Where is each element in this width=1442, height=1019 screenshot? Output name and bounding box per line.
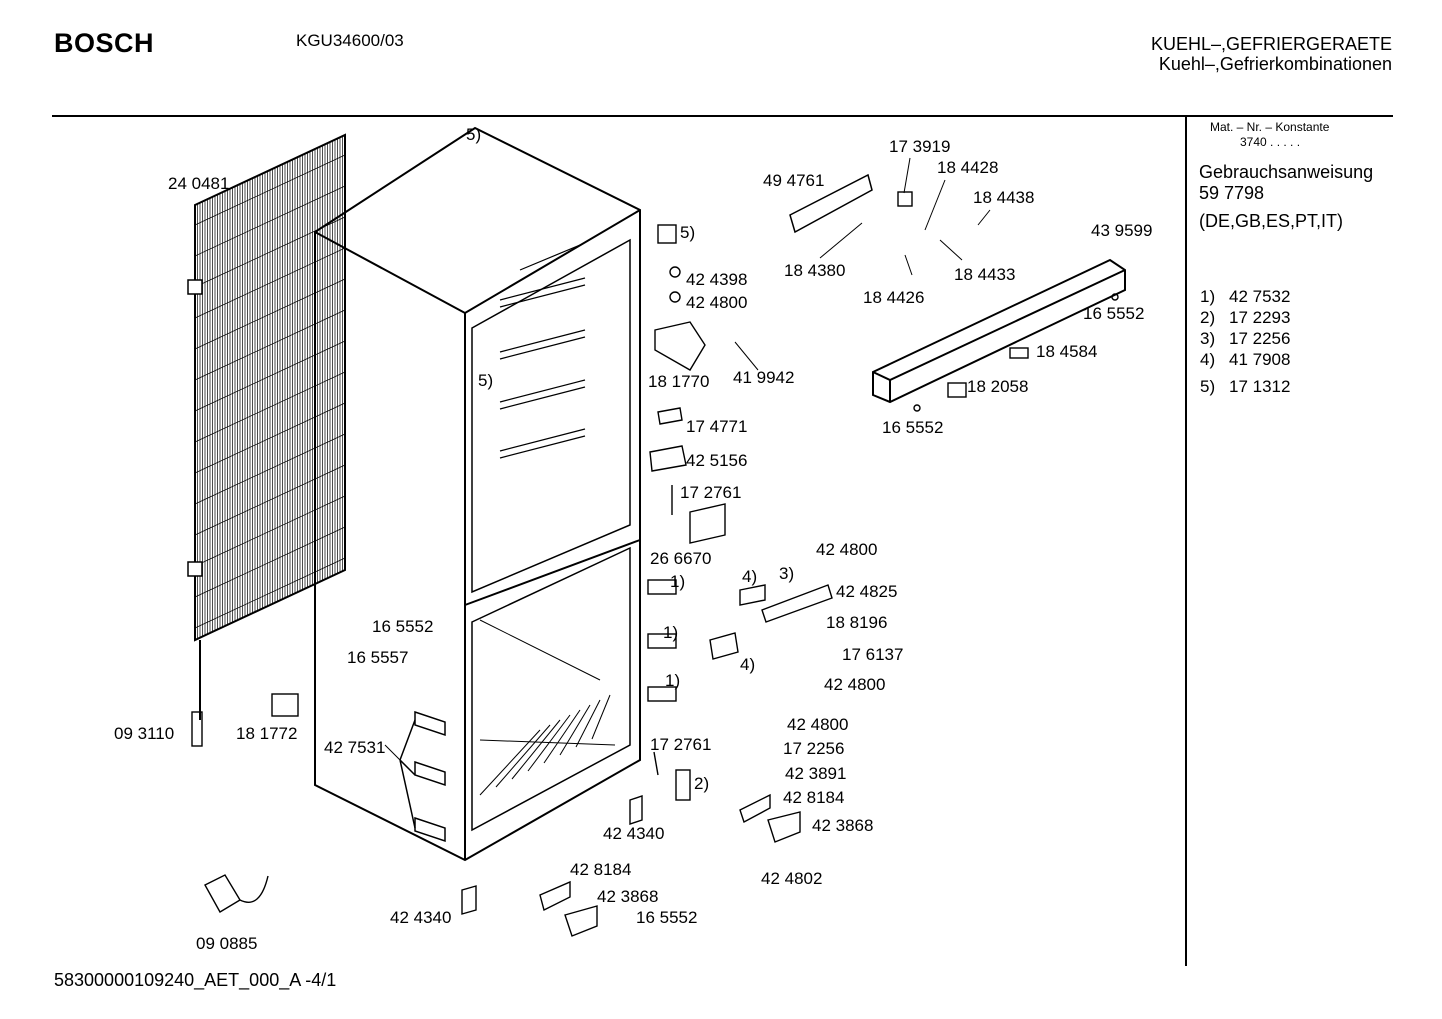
note-value: 42 7532 xyxy=(1229,287,1290,306)
part-label: 09 0885 xyxy=(196,934,257,953)
note-key: 3) xyxy=(1200,329,1215,348)
part-label: 42 7531 xyxy=(324,738,385,757)
part-label: 17 2761 xyxy=(650,735,711,754)
part-label: 42 4800 xyxy=(816,540,877,559)
part-label: 49 4761 xyxy=(763,171,824,190)
part-label: 18 8196 xyxy=(826,613,887,632)
door-bins xyxy=(399,710,446,843)
part-label: 43 9599 xyxy=(1091,221,1152,240)
electronic-module xyxy=(789,173,873,234)
part-label: 18 1770 xyxy=(648,372,709,391)
manual-title: Gebrauchsanweisung xyxy=(1199,162,1373,182)
mat-value: 3740 . . . . . xyxy=(1240,135,1300,149)
part-label: 5) xyxy=(466,125,481,144)
part-label: 17 3919 xyxy=(889,137,950,156)
part-label: 16 5552 xyxy=(372,617,433,636)
part-label: 16 5552 xyxy=(882,418,943,437)
part-label: 5) xyxy=(478,371,493,390)
part-label: 18 4584 xyxy=(1036,342,1097,361)
hardware-sketches xyxy=(191,191,1119,937)
leader-lines xyxy=(384,157,991,761)
category-subtitle: Kuehl–,Gefrierkombinationen xyxy=(1158,54,1392,74)
part-label: 16 5552 xyxy=(636,908,697,927)
part-label: 5) xyxy=(680,223,695,242)
part-label: 41 9942 xyxy=(733,368,794,387)
document-code: 58300000109240_AET_000_A -4/1 xyxy=(54,970,337,990)
note-key: 2) xyxy=(1200,308,1215,327)
part-label: 1) xyxy=(665,671,680,690)
part-label: 42 4800 xyxy=(686,293,747,312)
note-key: 4) xyxy=(1200,350,1215,369)
brand-logo: BOSCH xyxy=(54,28,155,58)
part-label: 42 4340 xyxy=(390,908,451,927)
refrigerator-cabinet xyxy=(314,126,641,862)
part-label: 18 4438 xyxy=(973,188,1034,207)
manual-languages: (DE,GB,ES,PT,IT) xyxy=(1199,211,1343,231)
note-value: 41 7908 xyxy=(1229,350,1290,369)
part-label: 18 2058 xyxy=(967,377,1028,396)
part-label: 42 4800 xyxy=(824,675,885,694)
manual-number: 59 7798 xyxy=(1199,183,1264,203)
part-label: 17 4771 xyxy=(686,417,747,436)
part-label: 1) xyxy=(670,572,685,591)
part-label: 3) xyxy=(779,564,794,583)
part-label: 18 4380 xyxy=(784,261,845,280)
part-label: 16 5552 xyxy=(1083,304,1144,323)
part-label: 4) xyxy=(740,655,755,674)
part-labels: 24 0481 5) 5) 42 4398 42 4800 18 1770 41… xyxy=(114,125,1152,953)
part-label: 1) xyxy=(663,623,678,642)
part-label: 18 4428 xyxy=(937,158,998,177)
part-label: 17 6137 xyxy=(842,645,903,664)
part-label: 42 4825 xyxy=(836,582,897,601)
part-label: 42 4800 xyxy=(787,715,848,734)
control-panel-fascia xyxy=(872,258,1126,404)
part-label: 24 0481 xyxy=(168,174,229,193)
note-value: 17 1312 xyxy=(1229,377,1290,396)
part-label: 42 8184 xyxy=(570,860,631,879)
part-label: 26 6670 xyxy=(650,549,711,568)
part-label: 17 2256 xyxy=(783,739,844,758)
part-label: 16 5557 xyxy=(347,648,408,667)
part-label: 18 4433 xyxy=(954,265,1015,284)
part-label: 42 4398 xyxy=(686,270,747,289)
sidebar-info: Mat. – Nr. – Konstante 3740 . . . . . Ge… xyxy=(1199,120,1373,396)
part-label: 42 8184 xyxy=(783,788,844,807)
part-label: 42 4802 xyxy=(761,869,822,888)
part-label: 4) xyxy=(742,567,757,586)
part-label: 42 5156 xyxy=(686,451,747,470)
category-title: KUEHL–,GEFRIERGERAETE xyxy=(1150,34,1392,54)
part-label: 42 3868 xyxy=(812,816,873,835)
part-label: 18 1772 xyxy=(236,724,297,743)
part-label: 09 3110 xyxy=(114,724,174,743)
part-label: 18 4426 xyxy=(863,288,924,307)
part-label: 42 3868 xyxy=(597,887,658,906)
note-key: 1) xyxy=(1200,287,1215,306)
model-number: KGU34600/03 xyxy=(296,31,404,50)
note-key: 5) xyxy=(1200,377,1215,396)
note-value: 17 2256 xyxy=(1229,329,1290,348)
mat-header: Mat. – Nr. – Konstante xyxy=(1210,120,1330,134)
part-label: 42 4340 xyxy=(603,824,664,843)
condenser-coil xyxy=(187,133,346,720)
part-label: 42 3891 xyxy=(785,764,846,783)
part-label: 17 2761 xyxy=(680,483,741,502)
part-label: 2) xyxy=(694,774,709,793)
note-value: 17 2293 xyxy=(1229,308,1290,327)
